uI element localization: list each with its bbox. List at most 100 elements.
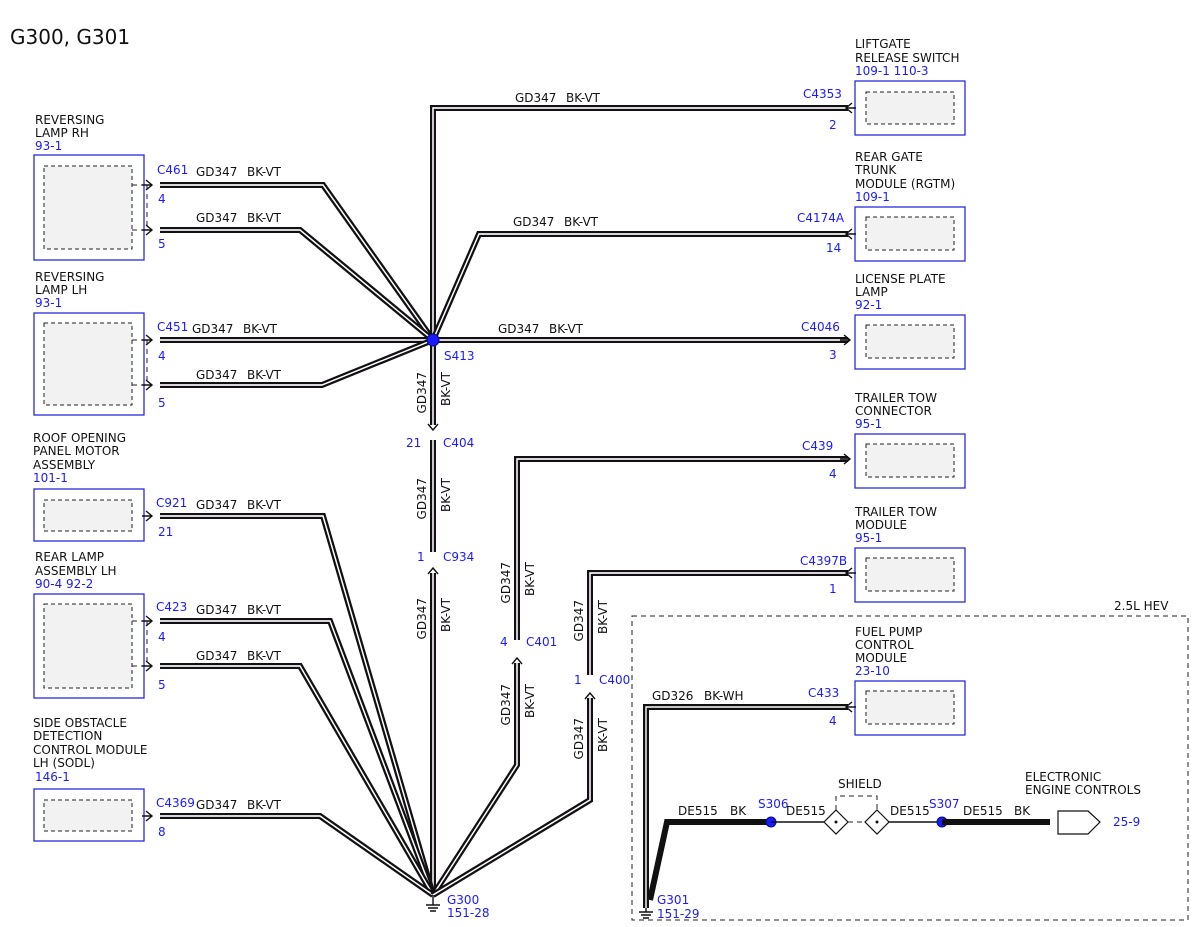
component-name: TRAILER TOW <box>854 391 937 405</box>
component-ref: 146-1 <box>35 770 70 784</box>
shield-dot <box>875 820 879 824</box>
component-name: REVERSING <box>35 270 104 284</box>
wire-gd347-segment <box>160 229 434 341</box>
splice-s307-label: S307 <box>929 797 960 811</box>
connector-c404-label: C404 <box>443 436 474 450</box>
component-name: MODULE (RGTM) <box>855 177 955 191</box>
pin-label: 2 <box>829 118 837 132</box>
hev-region <box>631 615 1189 921</box>
wire-gd347-segment <box>432 107 848 340</box>
wire-circuit-label: GD347 <box>196 368 237 382</box>
component-inner <box>865 690 955 725</box>
wire-color-label: BK-VT <box>439 477 453 512</box>
wire-gd347-segment <box>514 456 848 640</box>
component-liftgate-release-switch: LIFTGATE RELEASE SWITCH 109-1 110-3 <box>854 37 966 136</box>
wire-gd347-segment <box>587 570 848 675</box>
pin-label: 1 <box>829 582 837 596</box>
wire-gd347-segment <box>160 184 434 341</box>
component-inner <box>43 322 133 406</box>
wire-color-label: BK-VT <box>247 211 282 225</box>
pin-label: 8 <box>158 825 166 839</box>
connector-c433-label: C433 <box>808 686 839 700</box>
connector-c423-label: C423 <box>156 600 187 614</box>
component-name: LAMP <box>855 285 888 299</box>
wire-circuit-label: GD347 <box>499 562 513 603</box>
connector-c4046-label: C4046 <box>801 320 840 334</box>
connector-c4397b-label: C4397B <box>800 554 847 568</box>
wire-color-label: BK-VT <box>247 649 282 663</box>
wire-gd326-center <box>645 706 848 908</box>
component-fuel-pump-control-module: FUEL PUMP CONTROL MODULE 23-10 <box>854 625 966 736</box>
component-name: RELEASE SWITCH <box>855 51 959 65</box>
wire-gd347-segment <box>432 698 591 896</box>
component-name: MODULE <box>855 651 907 665</box>
wire-circuit-label: GD347 <box>196 603 237 617</box>
pin-label: 14 <box>826 241 841 255</box>
wire-circuit-label: GD347 <box>572 600 586 641</box>
wire-circuit-label: GD347 <box>499 684 513 725</box>
ground-g300-ref: 151-28 <box>447 906 490 920</box>
connector-arrow-icon <box>844 102 856 114</box>
wire-color-label: BK-VT <box>247 798 282 812</box>
wire-gd347-segment <box>589 572 848 675</box>
pin-label: 1 <box>574 673 582 687</box>
wire-gd347-segment <box>160 513 436 896</box>
connector-c439-label: C439 <box>802 439 833 453</box>
wire-gd347-segment <box>431 698 593 898</box>
component-inner <box>865 324 955 359</box>
component-reversing-lamp-rh: REVERSING LAMP RH 93-1 <box>33 113 148 261</box>
component-inner <box>865 557 955 592</box>
wire-circuit-label: DE515 <box>890 804 930 818</box>
component-ref: 109-1 110-3 <box>855 64 929 78</box>
component-ref: 25-9 <box>1113 815 1140 829</box>
wire-circuit-label: GD347 <box>415 478 429 519</box>
component-rear-gate-trunk-module: REAR GATE TRUNK MODULE (RGTM) 109-1 <box>854 150 966 262</box>
connector-arrow-icon <box>427 423 439 432</box>
wire-circuit-label: GD347 <box>415 372 429 413</box>
component-name: FUEL PUMP <box>855 625 922 639</box>
wire-gd347-segment <box>430 231 848 342</box>
pin-label: 4 <box>829 467 837 481</box>
wire-color-label: BK-VT <box>243 322 278 336</box>
wire-color-label: BK-VT <box>439 597 453 632</box>
wire-circuit-label: GD347 <box>196 798 237 812</box>
connector-arrow-icon <box>844 701 856 713</box>
arrow-connector-icon <box>1057 810 1101 835</box>
pin-label: 5 <box>158 396 166 410</box>
connector-arrow-icon <box>427 566 439 575</box>
component-ref: 95-1 <box>855 531 882 545</box>
connector-c934-label: C934 <box>443 550 474 564</box>
component-name: LAMP RH <box>35 126 89 140</box>
connector-arrow-icon <box>840 334 852 346</box>
wire-gd347-segment <box>516 458 848 640</box>
wire-circuit-label: GD347 <box>498 322 539 336</box>
wire-color-label: BK <box>730 804 747 818</box>
connector-arrow-icon <box>142 660 154 672</box>
wire-gd347-segment <box>432 233 848 341</box>
connector-arrow-icon <box>142 810 154 822</box>
wire-color-label: BK-VT <box>566 91 601 105</box>
wire-circuit-label: GD347 <box>515 91 556 105</box>
component-name: REAR GATE <box>855 150 923 164</box>
component-name: TRAILER TOW <box>854 505 937 519</box>
component-ref: 93-1 <box>35 296 62 310</box>
shield-dash <box>835 795 878 823</box>
ground-g300-label: G300 <box>447 893 479 907</box>
component-ref: 95-1 <box>855 417 882 431</box>
wire-color-label: BK <box>1014 804 1031 818</box>
component-name: LICENSE PLATE <box>855 272 946 286</box>
component-name: LIFTGATE <box>855 37 911 51</box>
connector-arrow-icon <box>844 567 856 579</box>
connector-arrow-icon <box>142 334 154 346</box>
wire-color-label: BK-VT <box>247 368 282 382</box>
wire-circuit-label: GD347 <box>196 498 237 512</box>
wire-color-label: BK-VT <box>564 215 599 229</box>
connector-c400-label: C400 <box>599 673 630 687</box>
pin-label: 3 <box>829 348 837 362</box>
wire-circuit-label: GD347 <box>196 165 237 179</box>
connector-arrow-icon <box>844 228 856 240</box>
component-ref: 90-4 92-2 <box>35 577 93 591</box>
wire-circuit-label: DE515 <box>963 804 1003 818</box>
wire-circuit-label: GD347 <box>415 598 429 639</box>
wire-group-gd347 <box>160 105 848 898</box>
